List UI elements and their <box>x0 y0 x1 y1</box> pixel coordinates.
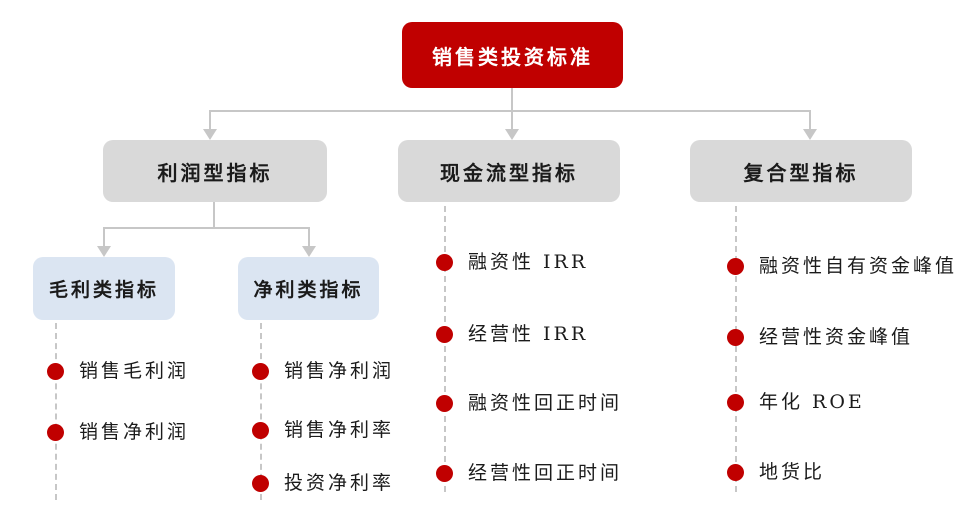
connector-line <box>103 227 105 247</box>
branch-node-label: 现金流型指标 <box>440 160 578 185</box>
list-item-label: 销售净利率 <box>284 419 395 441</box>
bullet-icon <box>436 253 453 271</box>
connector-line <box>209 110 811 112</box>
bullet-icon <box>252 421 269 439</box>
list-item-label: 地货比 <box>759 461 826 483</box>
connector-line <box>209 110 211 131</box>
bullet-icon <box>727 328 744 346</box>
list-item: 投资净利率 <box>252 471 394 495</box>
connector-line <box>103 227 310 229</box>
arrow-down-icon <box>97 246 111 257</box>
list-item-label: 融资性回正时间 <box>468 392 623 414</box>
sub-node-label: 净利类指标 <box>253 279 364 301</box>
dashed-guide-line <box>735 206 737 492</box>
list-item-label: 销售净利润 <box>79 421 190 443</box>
connector-line <box>809 110 811 131</box>
dashed-guide-line <box>260 323 262 500</box>
connector-line <box>511 110 513 131</box>
connector-line <box>511 88 513 112</box>
list-item: 销售净利润 <box>252 359 394 383</box>
connector-line <box>308 227 310 247</box>
bullet-icon <box>252 362 269 380</box>
bullet-icon <box>727 257 744 275</box>
bullet-icon <box>436 394 453 412</box>
list-item-label: 销售毛利润 <box>79 360 190 382</box>
sub-node-label: 毛利类指标 <box>48 279 159 301</box>
arrow-down-icon <box>505 129 519 140</box>
list-item: 销售净利率 <box>252 418 394 442</box>
branch-node-composite: 复合型指标 <box>690 140 912 202</box>
list-item-label: 经营性资金峰值 <box>759 326 914 348</box>
branch-node-profit: 利润型指标 <box>103 140 327 202</box>
list-item: 经营性资金峰值 <box>727 325 913 349</box>
list-item: 融资性回正时间 <box>436 391 622 415</box>
list-item: 融资性自有资金峰值 <box>727 254 957 278</box>
bullet-icon <box>436 325 453 343</box>
branch-node-label: 利润型指标 <box>157 160 273 185</box>
list-item: 销售毛利润 <box>47 359 189 383</box>
list-item-label: 销售净利润 <box>284 360 395 382</box>
list-item: 地货比 <box>727 460 825 484</box>
arrow-down-icon <box>302 246 316 257</box>
list-item-label: 年化 ROE <box>759 391 865 413</box>
list-item: 年化 ROE <box>727 390 865 414</box>
bullet-icon <box>727 463 744 481</box>
list-item: 经营性 IRR <box>436 322 588 346</box>
list-item-label: 融资性 IRR <box>468 251 589 273</box>
list-item-label: 经营性 IRR <box>468 323 589 345</box>
bullet-icon <box>47 423 64 441</box>
branch-node-label: 复合型指标 <box>743 160 859 185</box>
sub-node-gross-profit: 毛利类指标 <box>33 257 175 320</box>
arrow-down-icon <box>803 129 817 140</box>
bullet-icon <box>252 474 269 492</box>
dashed-guide-line <box>444 206 446 492</box>
list-item: 融资性 IRR <box>436 250 588 274</box>
list-item: 销售净利润 <box>47 420 189 444</box>
list-item-label: 融资性自有资金峰值 <box>759 255 958 277</box>
connector-line <box>213 202 215 229</box>
bullet-icon <box>436 464 453 482</box>
list-item-label: 投资净利率 <box>284 472 395 494</box>
bullet-icon <box>727 393 744 411</box>
root-node: 销售类投资标准 <box>402 22 623 88</box>
bullet-icon <box>47 362 64 380</box>
branch-node-cashflow: 现金流型指标 <box>398 140 620 202</box>
list-item: 经营性回正时间 <box>436 461 622 485</box>
root-node-label: 销售类投资标准 <box>432 44 593 69</box>
list-item-label: 经营性回正时间 <box>468 462 623 484</box>
arrow-down-icon <box>203 129 217 140</box>
sub-node-net-profit: 净利类指标 <box>238 257 379 320</box>
dashed-guide-line <box>55 323 57 500</box>
